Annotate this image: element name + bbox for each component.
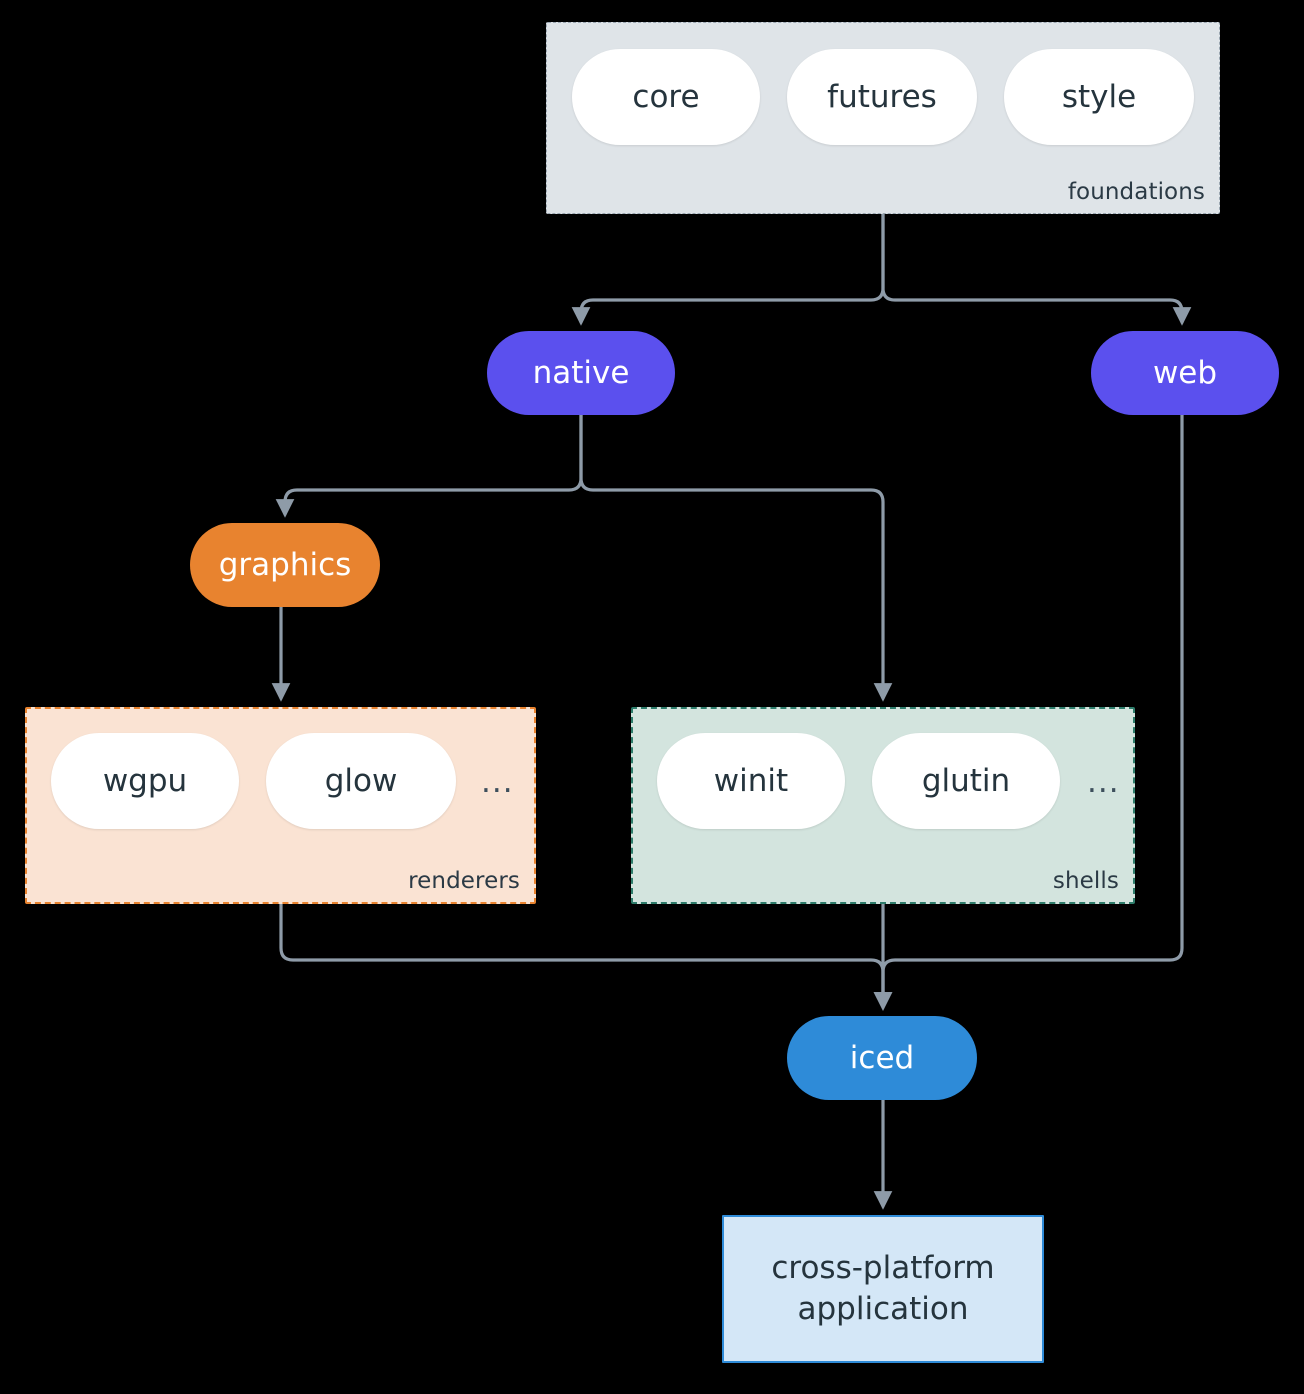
application-line-1: cross-platform — [771, 1250, 995, 1287]
edge-foundations-native — [571, 212, 885, 326]
node-glow[interactable]: glow — [266, 733, 456, 829]
node-web[interactable]: web — [1091, 331, 1279, 415]
node-iced[interactable]: iced — [787, 1016, 977, 1100]
node-native[interactable]: native — [487, 331, 675, 415]
shells-overflow-ellipsis: ... — [1087, 764, 1120, 800]
application-line-2: application — [797, 1291, 969, 1327]
cluster-shells-label: shells — [1052, 868, 1119, 894]
edge-native-graphics — [275, 413, 583, 518]
cluster-foundations-label: foundations — [1067, 179, 1205, 205]
node-graphics[interactable]: graphics — [190, 523, 380, 607]
node-wgpu[interactable]: wgpu — [51, 733, 239, 829]
node-winit[interactable]: winit — [657, 733, 845, 829]
edge-foundations-web — [881, 212, 1192, 326]
edge-native-shells — [579, 413, 893, 702]
node-futures[interactable]: futures — [787, 49, 977, 145]
edge-renderers-iced — [279, 902, 893, 1011]
renderers-overflow-ellipsis: ... — [481, 764, 514, 800]
node-glutin[interactable]: glutin — [872, 733, 1060, 829]
cluster-renderers-label: renderers — [408, 868, 520, 894]
node-style[interactable]: style — [1004, 49, 1194, 145]
node-cross-platform-application[interactable]: cross-platform application — [722, 1215, 1044, 1363]
node-core[interactable]: core — [572, 49, 760, 145]
